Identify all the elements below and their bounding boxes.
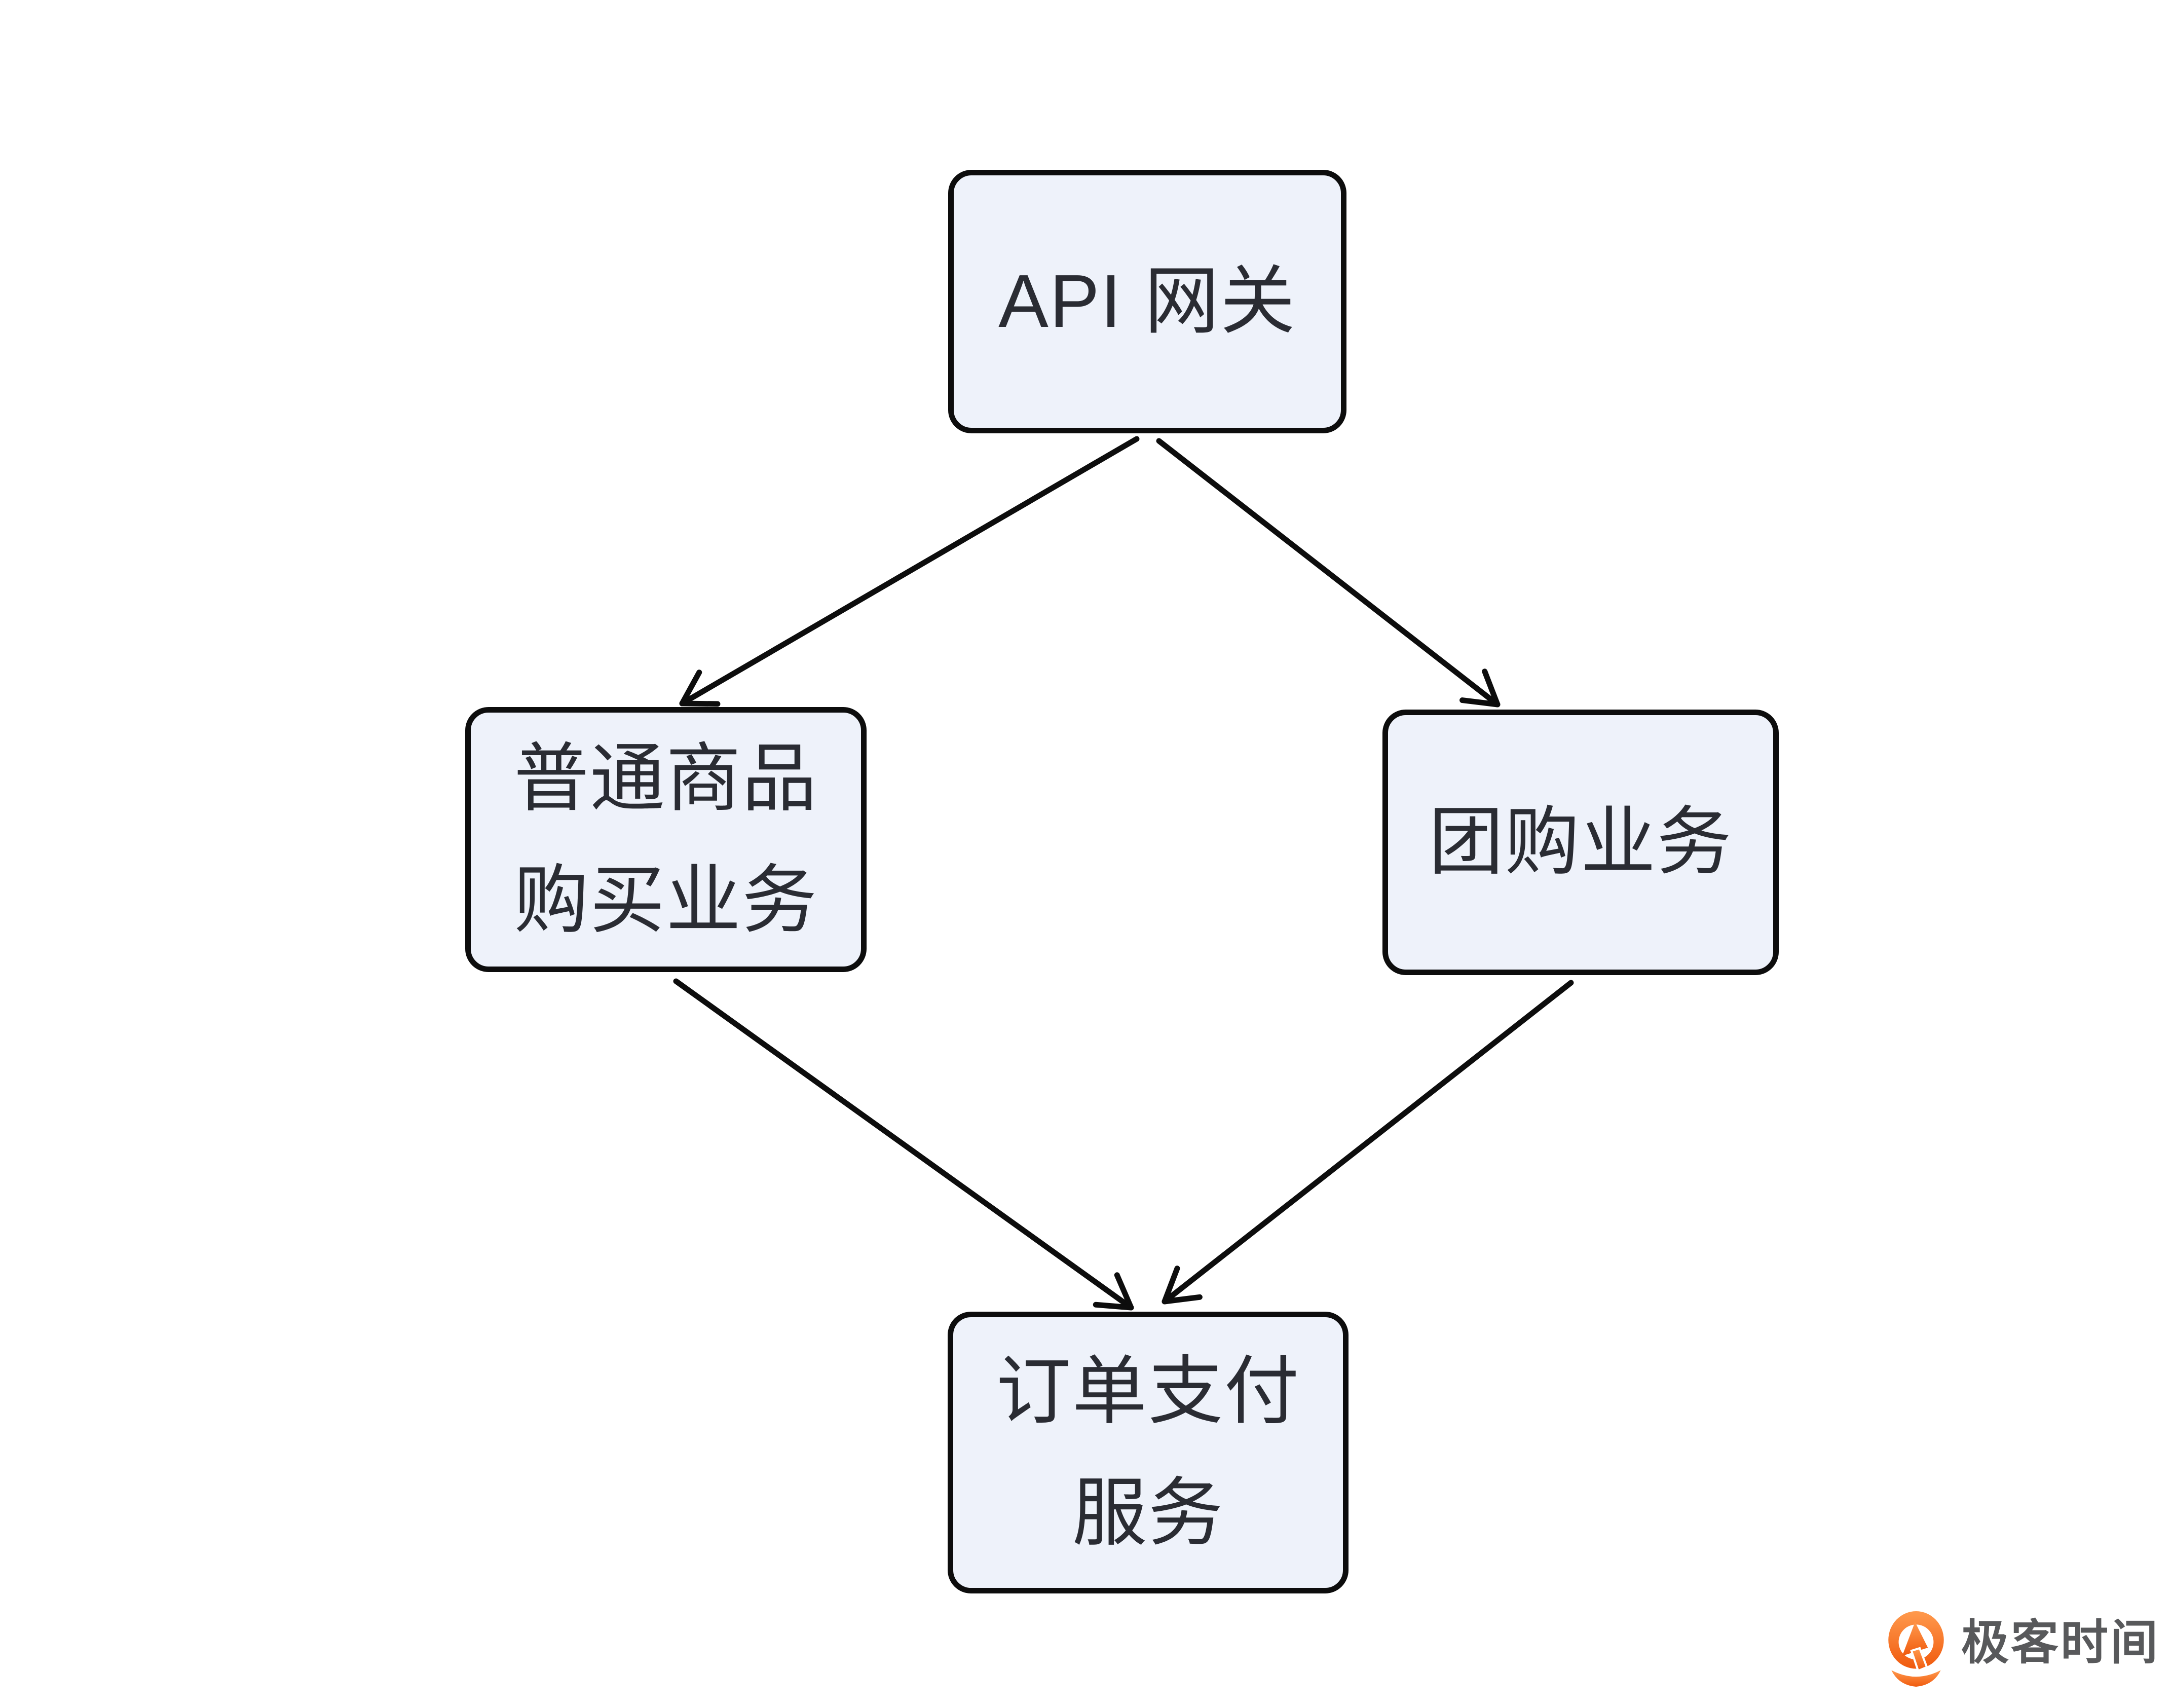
node-order-payment-service-label-line2: 服务 <box>1072 1471 1224 1555</box>
node-group-buying-label: 团购业务 <box>1429 800 1733 884</box>
node-ordinary-goods-purchase-label-line2: 购买业务 <box>514 858 818 942</box>
edge-gateway-to-ordinary <box>679 436 1140 707</box>
node-ordinary-goods-purchase: 普通商品 购买业务 <box>465 707 867 972</box>
geektime-pin-q-icon <box>1888 1611 1944 1687</box>
node-group-buying: 团购业务 <box>1382 710 1779 975</box>
node-api-gateway-label: API 网关 <box>998 259 1296 344</box>
node-order-payment-service: 订单支付 服务 <box>948 1312 1349 1593</box>
node-ordinary-goods-purchase-label-line1: 普通商品 <box>514 736 818 821</box>
geektime-logo-text: 极客时间 <box>1961 1616 2160 1669</box>
edge-gateway-to-groupbuying <box>1156 438 1501 708</box>
node-api-gateway: API 网关 <box>948 170 1346 433</box>
geektime-logo: 极客时间 <box>1884 1611 2160 1688</box>
node-order-payment-service-label-line1: 订单支付 <box>996 1350 1300 1434</box>
edge-groupbuying-to-payment <box>1162 980 1574 1305</box>
edge-ordinary-to-payment <box>673 978 1134 1311</box>
